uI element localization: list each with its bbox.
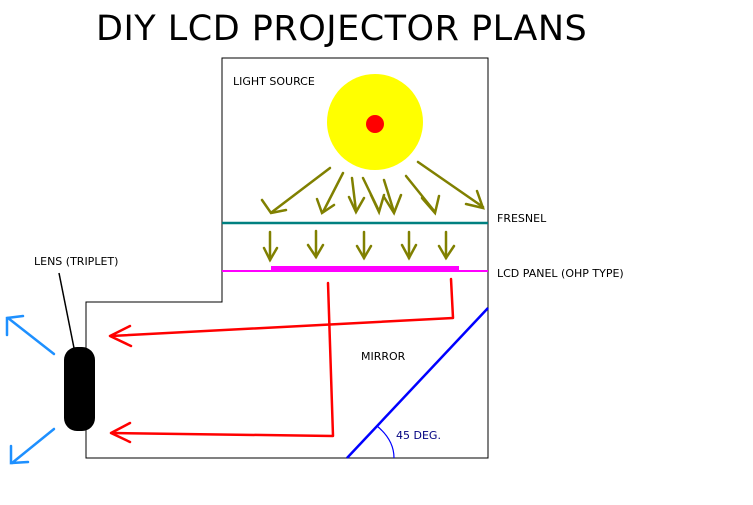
light-source-label: LIGHT SOURCE [233,75,315,88]
light-ray [350,176,358,213]
lens-triplet [64,347,95,431]
diagram-title: DIY LCD PROJECTOR PLANS [96,9,588,49]
projected-light-path [108,277,455,444]
lens-label: LENS (TRIPLET) [34,255,119,268]
upper-light-path [109,277,455,338]
lower-light-path [110,281,335,438]
outgoing-ray-down [10,427,56,465]
lcd-panel-label: LCD PANEL (OHP TYPE) [497,267,624,280]
angle-label: 45 DEG. [396,429,441,442]
lcd-panel [271,266,459,271]
fresnel-label: FRESNEL [497,212,547,225]
light-ray [321,171,345,214]
light-ray [382,178,396,214]
diverging-light-rays [260,160,485,216]
outgoing-light-rays [5,314,56,465]
mirror [346,307,489,459]
lens-pointer-line [58,272,75,349]
angle-arc [376,425,395,459]
light-ray [270,166,332,214]
projector-housing-outline [85,57,489,459]
lamp-core [366,115,384,133]
outgoing-ray-up [6,316,56,356]
mirror-label: MIRROR [361,350,406,363]
light-ray [416,160,485,209]
parallel-light-rays [262,229,456,263]
